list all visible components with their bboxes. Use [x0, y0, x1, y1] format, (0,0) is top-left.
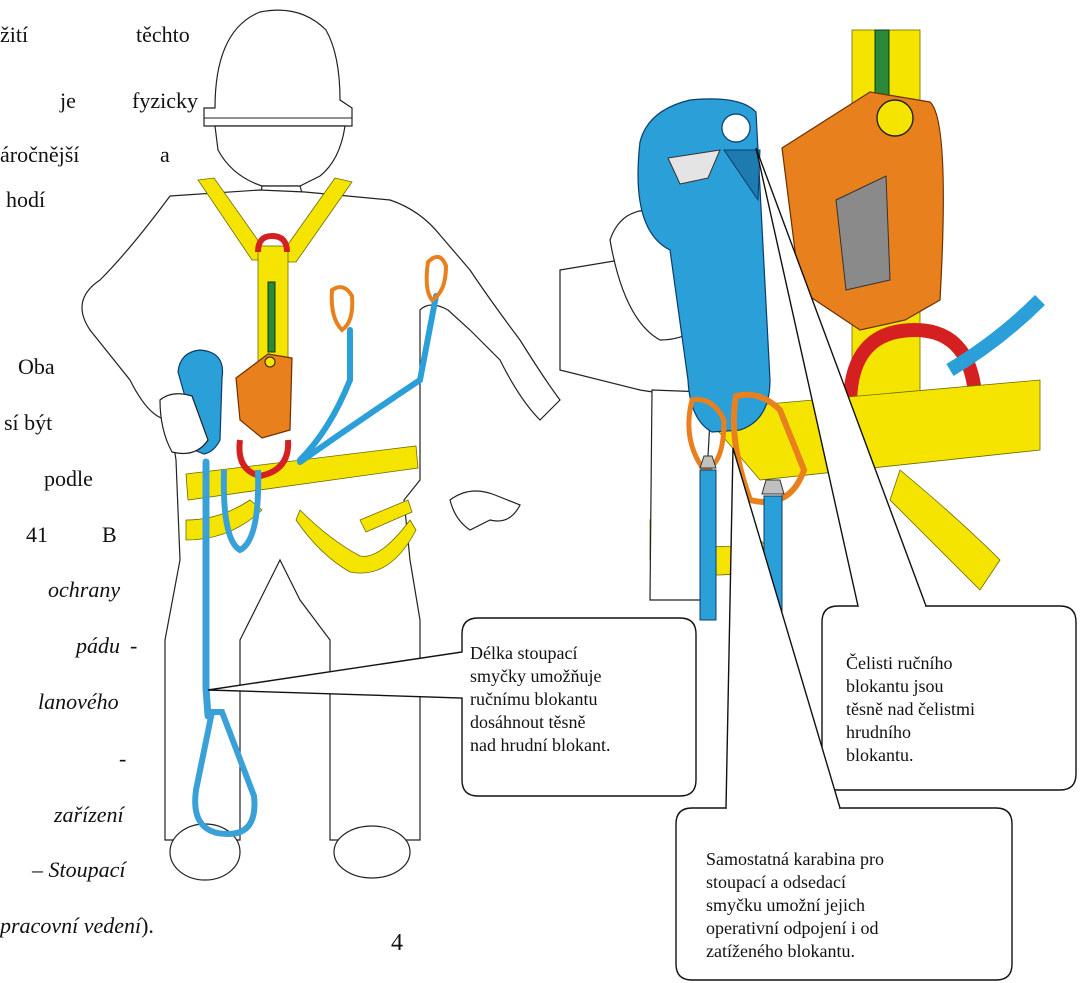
callout-loop-length-text: Délka stoupací smyčky umožňuje ručnímu b…: [470, 642, 682, 757]
callout-carabiner-text: Samostatná karabina pro stoupací a odsed…: [706, 848, 982, 963]
callout-jaws-text: Čelisti ručního blokantu jsou těsně nad …: [846, 652, 1042, 767]
